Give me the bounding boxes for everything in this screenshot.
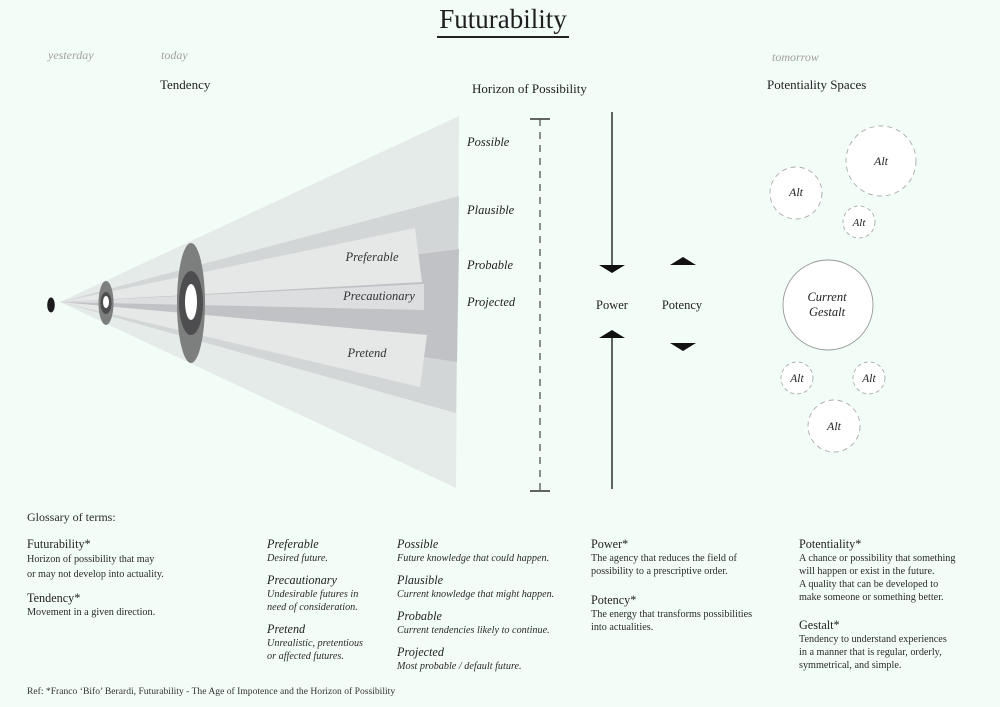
glossary-entry-power: Power* The agency that reduces the field… (591, 537, 752, 578)
cone-preferable (60, 228, 422, 302)
glossary-entry-gestalt: Gestalt* Tendency to understand experien… (799, 618, 955, 672)
label-plausible: Plausible (466, 203, 515, 217)
definition-line: Unrealistic, pretentious (267, 638, 364, 649)
label-yesterday: yesterday (48, 48, 94, 62)
definition-line: possibility to a prescriptive order. (591, 566, 728, 577)
definition-line: Current knowledge that might happen. (397, 589, 555, 600)
definition-line: Undesirable futures in (267, 589, 359, 600)
alt-label: Alt (789, 373, 804, 385)
glossary-entry-pretend: Pretend Unrealistic, pretentious or affe… (267, 622, 364, 662)
definition-line: need of consideration. (267, 602, 358, 613)
alt-label: Alt (852, 217, 867, 229)
potency-arrow-down (670, 343, 696, 351)
alt-circle: Alt (842, 205, 876, 239)
current-gestalt-circle: Current Gestalt (782, 259, 874, 351)
definition-line: symmetrical, and simple. (799, 660, 902, 671)
glossary-column-5: Potentiality* A chance or possibility th… (799, 537, 955, 680)
glossary-column-4: Power* The agency that reduces the field… (591, 537, 752, 642)
definition-line: Horizon of possibility that may (27, 554, 155, 565)
definition-line: The agency that reduces the field of (591, 553, 737, 564)
label-possible: Possible (466, 135, 510, 149)
header-horizon-of-possibility: Horizon of Possibility (472, 81, 587, 96)
glossary-entry-futurability: Futurability* Horizon of possibility tha… (27, 537, 164, 580)
glossary-entry-precautionary: Precautionary Undesirable futures in nee… (267, 573, 363, 614)
definition-line: into actualities. (591, 622, 654, 633)
definition-line: in a manner that is regular, orderly, (799, 647, 942, 658)
current-gestalt-label-line2: Gestalt (809, 305, 846, 319)
label-preferable: Preferable (345, 250, 399, 264)
cone-pretend (60, 302, 427, 387)
definition-line: Desired future. (267, 553, 328, 564)
glossary-entry-potency: Potency* The energy that transforms poss… (591, 593, 753, 633)
header-tendency: Tendency (160, 77, 211, 92)
glossary-column-3: Possible Future knowledge that could hap… (397, 537, 554, 681)
alt-label: Alt (873, 154, 889, 168)
alt-circle: Alt (807, 399, 861, 453)
label-power: Power (596, 298, 629, 312)
label-pretend: Pretend (346, 346, 387, 360)
definition-line: Most probable / default future. (397, 661, 522, 672)
label-precautionary: Precautionary (342, 289, 415, 303)
current-gestalt-label-line1: Current (807, 290, 847, 304)
glossary-entry-preferable: Preferable Desired future. (267, 537, 363, 565)
yesterday-dot (47, 297, 55, 313)
glossary-column-1: Futurability* Horizon of possibility tha… (27, 537, 164, 627)
alt-circle: Alt (769, 166, 823, 220)
definition-line: or may not develop into actuality. (27, 569, 164, 580)
label-projected: Projected (466, 295, 516, 309)
glossary-entry-potentiality: Potentiality* A chance or possibility th… (799, 537, 956, 603)
label-probable: Probable (466, 258, 514, 272)
definition-line: Current tendencies likely to continue. (397, 625, 550, 636)
definition-line: or affected futures. (267, 651, 344, 662)
glossary-entry-probable: Probable Current tendencies likely to co… (397, 609, 554, 637)
glossary-entry-possible: Possible Future knowledge that could hap… (397, 537, 554, 565)
definition-line: A quality that can be developed to (799, 579, 939, 590)
glossary-entry-tendency: Tendency* Movement in a given direction. (27, 591, 164, 619)
potency-arrow-up (670, 257, 696, 265)
alt-circle: Alt (852, 361, 886, 395)
glossary-entry-projected: Projected Most probable / default future… (397, 645, 554, 673)
power-arrow-down-head (599, 265, 625, 273)
alt-label: Alt (861, 373, 876, 385)
label-potency: Potency (662, 298, 703, 312)
label-tomorrow: tomorrow (772, 50, 819, 64)
alt-label: Alt (826, 419, 842, 433)
definition-line: Movement in a given direction. (27, 607, 156, 618)
small-ring-core (103, 296, 109, 308)
glossary-heading: Glossary of terms: (27, 510, 116, 524)
definition-line: The energy that transforms possibilities (591, 609, 753, 620)
definition-line: make someone or something better. (799, 592, 944, 603)
header-potentiality-spaces: Potentiality Spaces (767, 77, 867, 92)
definition-line: Future knowledge that could happen. (397, 553, 550, 564)
definition-line: will happen or exist in the future. (799, 566, 935, 577)
glossary-column-2: Preferable Desired future. Precautionary… (267, 537, 363, 671)
label-today: today (161, 48, 188, 62)
power-arrow-up-head (599, 330, 625, 338)
alt-label: Alt (788, 185, 804, 199)
definition-line: A chance or possibility that something (799, 553, 956, 564)
reference-citation: Ref: *Franco ‘Bifo’ Berardi, Futurabilit… (27, 686, 396, 697)
page-title: Futurability (0, 4, 1000, 38)
alt-circle: Alt (780, 361, 814, 395)
definition-line: Tendency to understand experiences (799, 634, 947, 645)
alt-circle: Alt (845, 125, 917, 197)
tendency-ring-core (185, 284, 197, 320)
glossary-entry-plausible: Plausible Current knowledge that might h… (397, 573, 555, 600)
cone-precautionary (60, 284, 424, 310)
